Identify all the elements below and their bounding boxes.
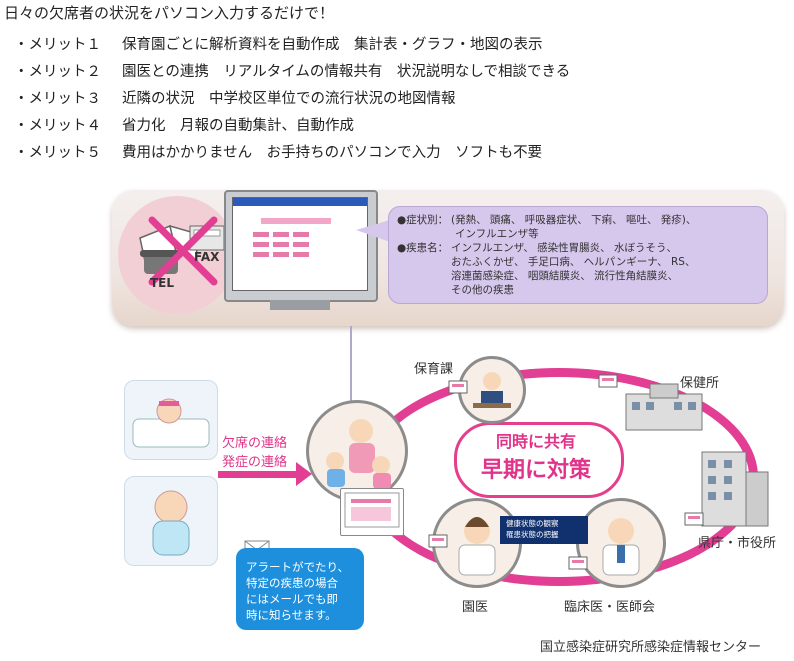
center-bubble [454, 422, 624, 498]
nursery-node [306, 400, 408, 502]
merit-label: ・メリット１ [14, 37, 101, 53]
onset-notice: 発症の連絡 [222, 455, 288, 470]
symptom-label: ●症状別： [397, 214, 449, 226]
absence-notice: 欠席の連絡 [222, 436, 288, 451]
rinsho-node [576, 498, 666, 588]
sick-child-icon [132, 398, 210, 448]
disease-text: その他の疾患 [451, 284, 514, 296]
merit-text: 省力化 月報の自動集計、自動作成 [122, 118, 354, 134]
merit-5: ・メリット５ 費用はかかりません お手持ちのパソコンで入力 ソフトも不要 [14, 141, 542, 162]
merit-label: ・メリット２ [14, 64, 101, 80]
small-pc-icon [428, 534, 448, 548]
clinical-doctor-icon [602, 518, 640, 576]
hoikuka-label: 保育課 [414, 362, 454, 377]
merit-label: ・メリット５ [14, 145, 101, 161]
rinsho-label: 臨床医・医師会 [564, 600, 656, 615]
merit-3: ・メリット３ 近隣の状況 中学校区単位での流行状況の地図情報 [14, 87, 456, 108]
small-pc-icon [684, 512, 704, 526]
credit-text: 国立感染症研究所感染症情報センター [540, 640, 762, 655]
merit-label: ・メリット４ [14, 118, 101, 134]
merit-4: ・メリット４ 省力化 月報の自動集計、自動作成 [14, 114, 354, 135]
badge-line-2: 罹患状態の把握 [506, 530, 559, 539]
intro-text: 日々の欠席者の状況をパソコン入力するだけで！ [4, 4, 335, 22]
small-pc-icon [568, 556, 588, 570]
tel-label: TEL [150, 276, 175, 290]
teacher-children-icon [326, 419, 391, 489]
nursery-pc-screen-icon [344, 492, 400, 528]
screen-content-icon [233, 198, 367, 257]
disease-label: ●疾患名： [397, 242, 449, 254]
hoikuka-node [458, 356, 526, 424]
symptom-text: (発熱、 頭痛、 呼吸器症状、 下痢、 嘔吐、 発疹)、 [451, 214, 697, 226]
office-worker-icon [473, 372, 511, 408]
disease-text: インフルエンザ、 感染性胃腸炎、 水ぼうそう、 [451, 242, 678, 254]
merit-2: ・メリット２ 園医との連携 リアルタイムの情報共有 状況説明なしで相談できる [14, 60, 570, 81]
merit-text: 園医との連携 リアルタイムの情報共有 状況説明なしで相談できる [122, 64, 571, 80]
city-hall-building-icon [701, 451, 769, 527]
monitor-stand [270, 300, 330, 310]
small-pc-icon [448, 380, 468, 394]
merit-text: 近隣の状況 中学校区単位での流行状況の地図情報 [122, 91, 456, 107]
paper-phone-fax-illustration [139, 216, 225, 286]
alert-line-4: 時に知らせます。 [246, 608, 337, 622]
alert-line-2: 特定の疾患の場合 [246, 576, 338, 590]
sick-child-bed [124, 380, 218, 460]
health-center-building-icon [625, 383, 703, 431]
baby-icon [152, 490, 190, 556]
notice-arrow [218, 471, 298, 478]
merit-1: ・メリット１ 保育園ごとに解析資料を自動作成 集計表・グラフ・地図の表示 [14, 33, 543, 54]
status-badge: 健康状態の観察 罹患状態の把握 [500, 516, 588, 544]
hokensho-label: 保健所 [680, 376, 720, 391]
badge-line-1: 健康状態の観察 [506, 519, 559, 528]
sick-baby [124, 476, 218, 566]
info-pointer [356, 220, 390, 242]
eni-label: 園医 [462, 600, 489, 615]
nursery-pc-icon [340, 488, 404, 536]
connector-line [350, 326, 352, 408]
center-line-2: 早期に対策 [480, 458, 591, 483]
merit-text: 保育園ごとに解析資料を自動作成 集計表・グラフ・地図の表示 [122, 37, 543, 53]
center-line-1: 同時に共有 [495, 432, 576, 451]
alert-box: アラートがでたり、 特定の疾患の場合 にはメールでも即 時に知らせます。 [236, 548, 364, 630]
alert-line-1: アラートがでたり、 [246, 560, 350, 574]
school-doctor-icon [458, 517, 496, 576]
merit-label: ・メリット３ [14, 91, 101, 107]
fax-label: FAX [194, 250, 220, 264]
info-box: ●症状別： (発熱、 頭痛、 呼吸器症状、 下痢、 嘔吐、 発疹)、 インフルエ… [388, 206, 768, 304]
kencho-label: 県庁・市役所 [698, 536, 777, 551]
merit-text: 費用はかかりません お手持ちのパソコンで入力 ソフトも不要 [122, 145, 543, 161]
disease-text: おたふくかぜ、 手足口病、 ヘルパンギーナ、 RS、 [451, 256, 696, 268]
pc-screen [232, 197, 368, 291]
alert-line-3: にはメールでも即 [246, 592, 338, 606]
prohibited-cross-icon [148, 216, 218, 286]
symptom-text: インフルエンザ等 [455, 228, 539, 240]
disease-text: 溶連菌感染症、 咽頭結膜炎、 流行性角結膜炎、 [451, 270, 679, 282]
small-pc-icon [598, 374, 618, 388]
